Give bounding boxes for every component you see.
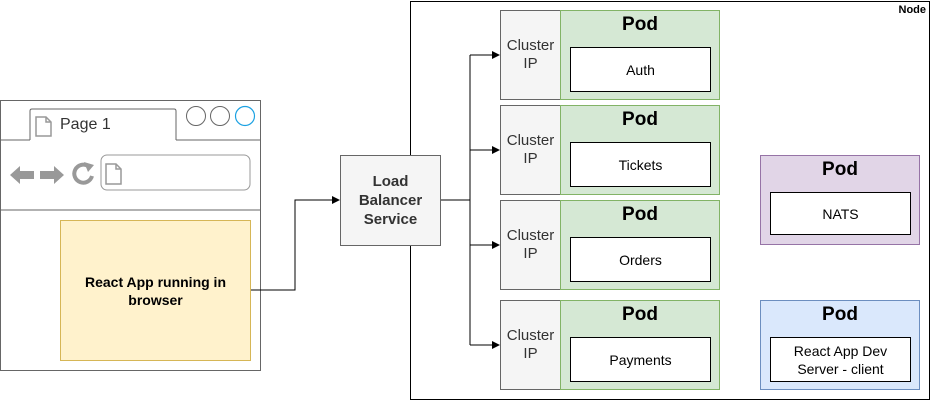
window-button-icon [186,106,206,126]
browser-to-lb-arrow [251,196,340,291]
pod-title: Pod [622,204,658,225]
load-balancer-service: Load Balancer Service [340,155,441,246]
react-app-box: React App running in browser [60,220,251,361]
service-tickets: Tickets [570,142,711,187]
pod-title: Pod [622,14,658,35]
cluster-ip-tickets: Cluster IP [500,105,561,195]
address-bar [100,154,251,191]
forward-arrow-icon [40,166,64,184]
node-label: Node [898,4,927,16]
reload-icon [72,162,94,185]
service-payments: Payments [570,337,711,382]
pod-title: Pod [622,109,658,130]
service-client: React App Dev Server - client [770,337,911,382]
service-orders: Orders [570,237,711,282]
pod-title: Pod [822,304,858,325]
cluster-ip-orders: Cluster IP [500,200,561,290]
window-button-icon [210,106,230,126]
service-auth: Auth [570,47,711,92]
cluster-ip-auth: Cluster IP [500,10,561,100]
pod-title: Pod [622,304,658,325]
pod-title: Pod [822,159,858,180]
back-arrow-icon [10,166,34,184]
service-nats: NATS [770,192,911,235]
window-button-icon [234,105,256,127]
browser-tab-title[interactable]: Page 1 [60,116,111,133]
cluster-ip-payments: Cluster IP [500,300,561,390]
